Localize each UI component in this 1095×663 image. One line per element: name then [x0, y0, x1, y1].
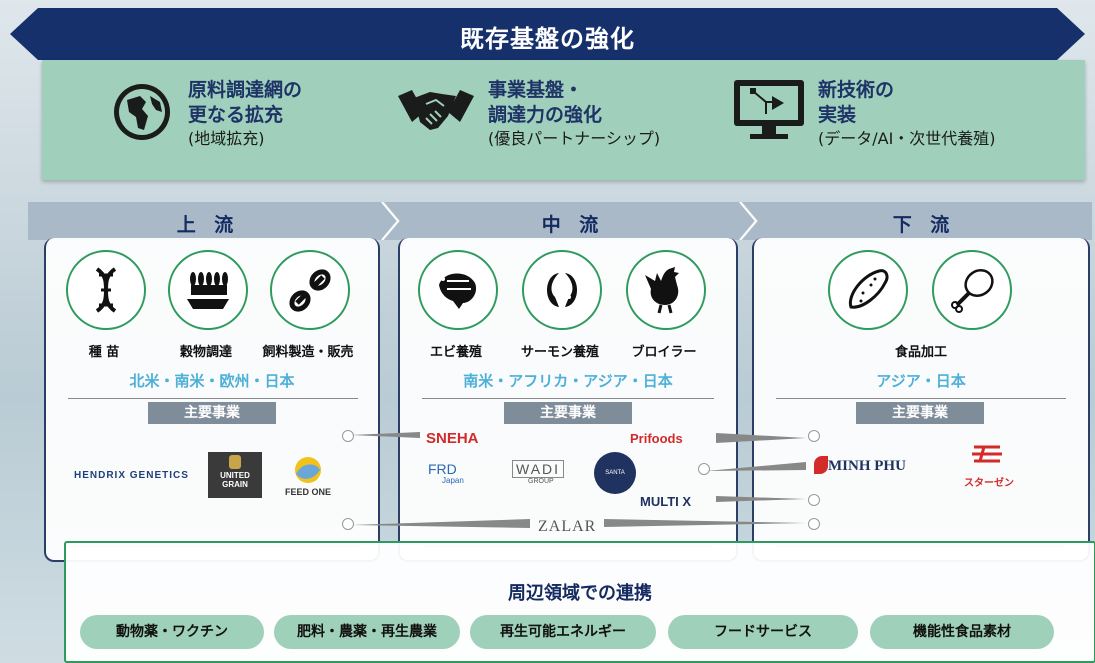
starzen-emblem	[970, 444, 1004, 479]
base-item-title-line2: 実装	[818, 104, 857, 126]
chicken-icon	[626, 250, 706, 330]
midstream-panel: エビ養殖 サーモン養殖 ブロイラー 南米・アフリカ・アジア・日本 主要事業 SN…	[398, 238, 738, 562]
downstream-panel: 食品加工 アジア・日本 主要事業 MINH PHU スターゼン	[752, 238, 1090, 562]
minh-phu-emblem	[814, 456, 828, 474]
pill-renewable-energy: 再生可能エネルギー	[470, 615, 656, 649]
base-item-supply-network: 原料調達網の 更なる拡充 (地域拡充)	[188, 78, 302, 150]
wadi-group-text: GROUP	[528, 478, 554, 485]
starzen-logo: スターゼン	[964, 478, 1014, 489]
fried-shrimp-icon	[828, 250, 908, 330]
divider	[68, 398, 358, 399]
connector-dot	[342, 518, 354, 530]
stage-downstream-header: 下 流	[756, 202, 1092, 240]
main-business-header: 主要事業	[504, 402, 632, 424]
divider	[776, 398, 1066, 399]
connector-upstream-zalar	[351, 519, 530, 528]
frd-japan-text: Japan	[442, 476, 464, 485]
base-strengthening-band: 原料調達網の 更なる拡充 (地域拡充) 事業基盤・ 調達力の強化 (優良パートナ…	[42, 60, 1085, 180]
pill-animal-medicine: 動物薬・ワクチン	[80, 615, 264, 649]
connector-upstream-sneha	[351, 432, 420, 438]
connector-dot	[808, 430, 820, 442]
united-grain-logo-box: UNITED GRAIN	[208, 452, 262, 498]
dna-icon	[66, 250, 146, 330]
hendrix-genetics-logo: HENDRIX GENETICS	[74, 470, 189, 481]
divider	[422, 398, 714, 399]
pill-food-service: フードサービス	[668, 615, 858, 649]
connector-zalar-downstream	[604, 519, 806, 527]
grain-icon	[168, 250, 248, 330]
frd-logo: FRD	[428, 461, 457, 477]
sneha-logo: SNEHA	[426, 430, 479, 447]
wadi-logo: WADI	[512, 460, 565, 478]
minh-phu-logo: MINH PHU	[828, 458, 906, 474]
stage-downstream-label: 下 流	[892, 214, 956, 236]
shrimp-icon	[418, 250, 498, 330]
value-chain-stages: 上 流 中 流 下 流	[28, 202, 1092, 240]
stage-midstream-label: 中 流	[541, 214, 605, 236]
stage-upstream-label: 上 流	[176, 214, 240, 236]
base-item-title-line1: 事業基盤・	[488, 79, 584, 101]
upstream-panel: 種 苗 穀物調達 飼料製造・販売 北米・南米・欧州・日本 主要事業 HENDRI…	[44, 238, 380, 562]
base-item-business-foundation: 事業基盤・ 調達力の強化 (優良パートナーシップ)	[488, 78, 660, 150]
monitor-icon	[732, 78, 806, 146]
base-item-title-line2: 更なる拡充	[188, 104, 284, 126]
region-text: 北米・南米・欧州・日本	[129, 372, 295, 390]
item-label-seed: 種 苗	[88, 345, 120, 360]
item-label-grain: 穀物調達	[179, 345, 232, 360]
item-label-feed: 飼料製造・販売	[262, 345, 354, 360]
base-item-new-technology: 新技術の 実装 (データ/AI・次世代養殖)	[818, 78, 996, 150]
base-item-title-line1: 新技術の	[818, 79, 895, 101]
drumstick-icon	[932, 250, 1012, 330]
connector-santa-to-minhphu	[706, 462, 806, 471]
base-item-title-line1: 原料調達網の	[188, 79, 303, 101]
peripheral-partnership-box: 周辺領域での連携 動物薬・ワクチン 肥料・農薬・再生農業 再生可能エネルギー フ…	[64, 541, 1095, 663]
multi-x-logo: MULTI X	[640, 494, 692, 509]
pill-fertilizer-agrochem: 肥料・農薬・再生農業	[274, 615, 460, 649]
pill-functional-food: 機能性食品素材	[870, 615, 1054, 649]
base-item-subtitle: (優良パートナーシップ)	[488, 129, 661, 148]
item-label-broiler: ブロイラー	[631, 345, 697, 360]
connector-dot	[698, 463, 710, 475]
connector-dot	[808, 518, 820, 530]
main-business-header: 主要事業	[148, 402, 276, 424]
base-item-title-line2: 調達力の強化	[488, 104, 603, 126]
salmon-icon	[522, 250, 602, 330]
feed-pellet-icon	[270, 250, 350, 330]
region-text: アジア・日本	[876, 372, 966, 390]
stage-chevrons	[28, 202, 1092, 240]
globe-icon	[112, 82, 172, 146]
zalar-logo: ZALAR	[538, 518, 597, 535]
main-business-header: 主要事業	[856, 402, 984, 424]
base-item-subtitle: (地域拡充)	[188, 129, 265, 148]
item-label-shrimp: エビ養殖	[429, 345, 482, 360]
partnership-title: 周辺領域での連携	[508, 583, 652, 604]
feed-one-emblem	[290, 456, 326, 484]
region-text: 南米・アフリカ・アジア・日本	[463, 372, 673, 390]
connector-dot	[808, 494, 820, 506]
double-arrow-shape	[10, 8, 1085, 60]
stage-upstream-header: 上 流	[28, 202, 388, 240]
banner-title: 既存基盤の強化	[460, 25, 635, 53]
santa-priscila-logo: SANTA PRISCILA	[594, 452, 636, 494]
feed-one-logo: FEED ONE	[284, 487, 331, 497]
connector-multix-downstream	[716, 496, 806, 502]
handshake-icon	[396, 82, 476, 144]
prifoods-logo: Prifoods	[630, 431, 683, 446]
base-item-subtitle: (データ/AI・次世代養殖)	[818, 129, 996, 148]
item-label-salmon: サーモン養殖	[520, 345, 599, 360]
stage-midstream-header: 中 流	[398, 202, 748, 240]
connector-dot	[342, 430, 354, 442]
item-label-food-processing: 食品加工	[894, 345, 947, 360]
connector-prifoods-downstream	[716, 433, 806, 443]
strengthen-base-banner: 既存基盤の強化	[10, 8, 1085, 60]
united-grain-logo: UNITED GRAIN	[220, 471, 250, 489]
united-grain-emblem	[229, 455, 241, 469]
